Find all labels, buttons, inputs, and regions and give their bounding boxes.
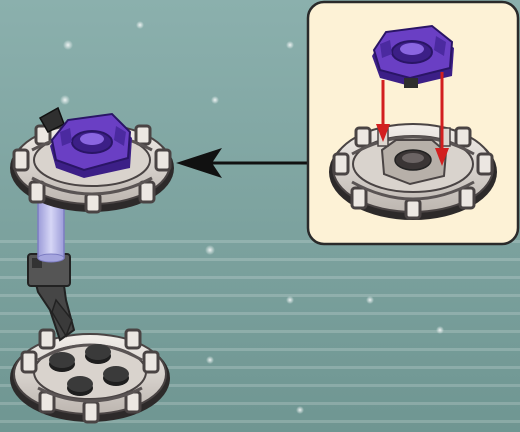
round-stud-icon xyxy=(85,344,111,364)
zoom-callout xyxy=(306,0,520,246)
stud-group xyxy=(49,344,129,396)
bottom-wheel-frame xyxy=(10,328,170,424)
arrow-left-icon xyxy=(176,148,308,178)
round-stud-icon xyxy=(49,352,75,372)
background-sparkles xyxy=(60,21,444,414)
round-stud-icon xyxy=(67,376,93,396)
purple-hub-piece xyxy=(50,112,132,178)
background-stripes xyxy=(0,240,520,423)
round-stud-icon xyxy=(103,366,129,386)
insertion-arrow-left xyxy=(376,80,390,142)
insertion-arrow-right xyxy=(435,72,449,166)
callout-wheel-frame xyxy=(329,123,497,220)
callout-purple-hub xyxy=(372,24,454,88)
assembled-model xyxy=(10,106,174,424)
angled-connector xyxy=(27,253,76,342)
